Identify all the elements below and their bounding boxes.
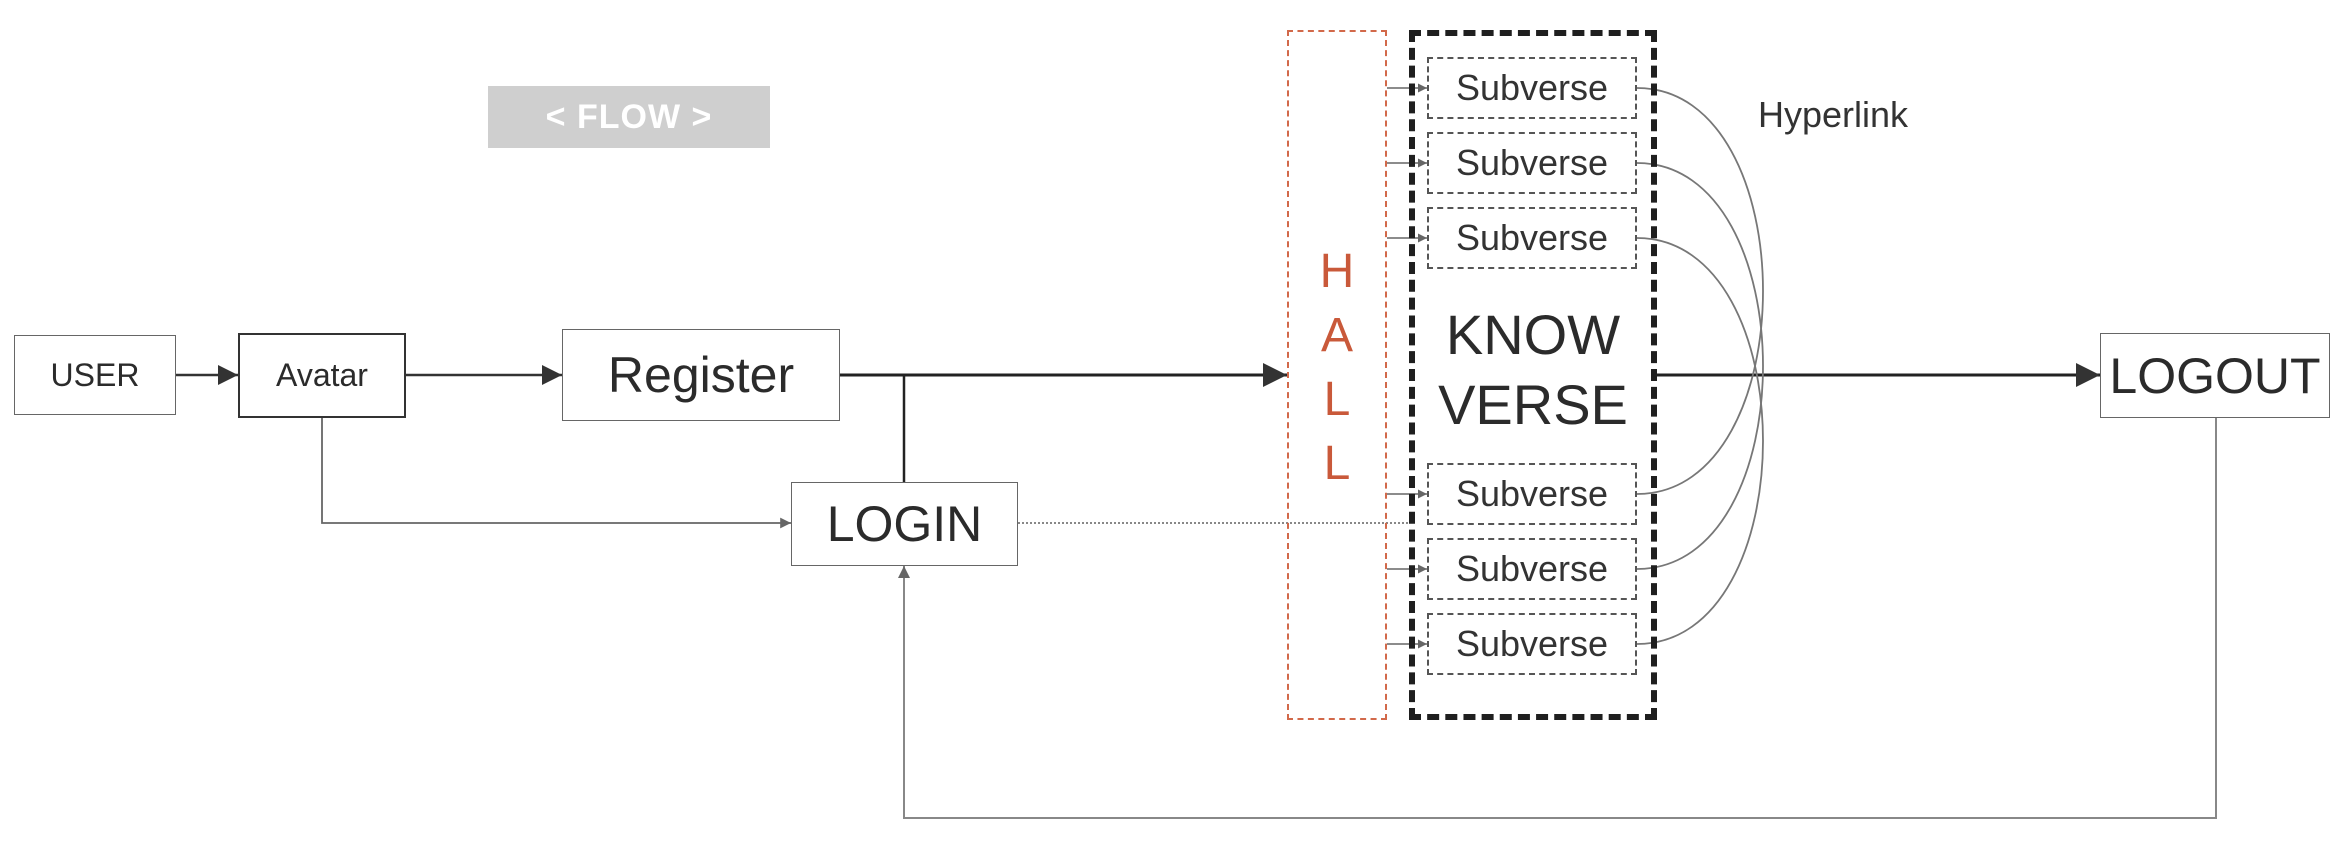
knowverse-container[interactable] bbox=[1409, 30, 1657, 720]
hyperlink-curve bbox=[1636, 162, 1764, 570]
subverse-node[interactable]: Subverse bbox=[1427, 613, 1637, 675]
node-login[interactable]: LOGIN bbox=[791, 482, 1018, 566]
hyperlink-curve bbox=[1636, 237, 1764, 645]
hyperlink-label: Hyperlink bbox=[1758, 94, 1909, 135]
node-logout[interactable]: LOGOUT bbox=[2100, 333, 2330, 418]
subverse-node[interactable]: Subverse bbox=[1427, 463, 1637, 525]
hall-letter: H bbox=[1319, 245, 1355, 298]
flow-banner: < FLOW > bbox=[488, 86, 770, 148]
hyperlink-curve bbox=[1636, 87, 1764, 495]
subverse-node[interactable]: Subverse bbox=[1427, 207, 1637, 269]
knowverse-line: VERSE bbox=[1438, 373, 1628, 436]
node-register[interactable]: Register bbox=[562, 329, 840, 421]
subverse-node[interactable]: Subverse bbox=[1427, 538, 1637, 600]
edge-logout-login bbox=[898, 418, 2217, 819]
knowverse-label: KNOW VERSE bbox=[1409, 300, 1657, 440]
node-user[interactable]: USER bbox=[14, 335, 176, 415]
hall-letter: A bbox=[1320, 309, 1353, 362]
node-avatar[interactable]: Avatar bbox=[238, 333, 406, 418]
knowverse-line: KNOW bbox=[1445, 303, 1621, 366]
subverse-node[interactable]: Subverse bbox=[1427, 57, 1637, 119]
edge-avatar-login bbox=[321, 418, 791, 529]
hall-letter: L bbox=[1323, 373, 1351, 426]
hall-container[interactable] bbox=[1287, 30, 1387, 720]
hall-letter: L bbox=[1323, 437, 1351, 490]
hall-label: H A L L bbox=[1287, 240, 1387, 496]
subverse-node[interactable]: Subverse bbox=[1427, 132, 1637, 194]
